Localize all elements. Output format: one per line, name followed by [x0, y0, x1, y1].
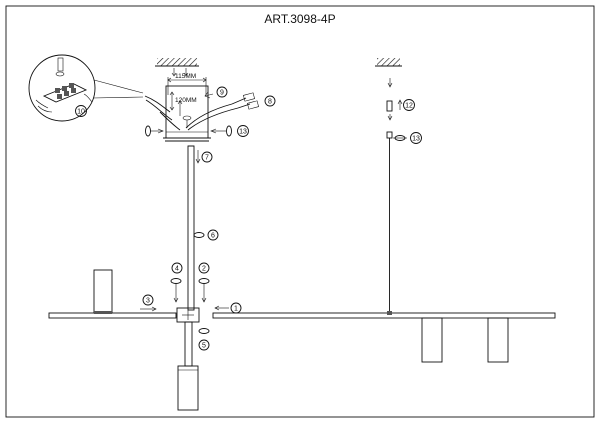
- svg-text:3: 3: [146, 298, 150, 305]
- suspension-anchor: [386, 78, 403, 121]
- left-arm: [48, 269, 177, 319]
- canopy-width-label: 115MM: [175, 73, 196, 80]
- drawing-frame: [5, 5, 595, 418]
- callout-13-left: 13: [237, 125, 249, 137]
- callout-1: 1: [230, 302, 242, 314]
- callout-13-right: 13: [410, 132, 422, 144]
- cable-grip-13: [393, 135, 407, 141]
- terminal-block: [42, 83, 88, 103]
- callout-4: 4: [171, 262, 183, 274]
- svg-text:4: 4: [175, 266, 179, 273]
- svg-text:12: 12: [405, 103, 413, 110]
- rod-nut-6: [193, 232, 205, 238]
- pendant-shade-bottom: [177, 321, 199, 411]
- diagram-title: ART.3098-4P: [264, 12, 335, 26]
- callout-5: 5: [198, 339, 210, 351]
- svg-text:7: 7: [205, 155, 209, 162]
- callout-3: 3: [142, 294, 154, 306]
- right-arm: [212, 312, 556, 319]
- svg-text:10: 10: [77, 109, 85, 116]
- mounting-bracket: [163, 85, 211, 142]
- terminal-block-detail: [28, 54, 144, 122]
- svg-text:9: 9: [220, 90, 224, 97]
- side-screw-right: [210, 125, 232, 137]
- wire-connector: [231, 92, 259, 110]
- ceiling-hatch-right: [377, 58, 400, 66]
- svg-text:13: 13: [239, 129, 247, 136]
- callout-7: 7: [201, 151, 213, 163]
- right-shade-2: [487, 317, 509, 363]
- suspension-cable: [386, 131, 393, 315]
- svg-text:5: 5: [202, 343, 206, 350]
- bracket-screw: [204, 91, 214, 99]
- right-shade-1: [421, 317, 443, 363]
- arm-arrow-1: [214, 305, 229, 311]
- ceiling-hatch-left: [157, 58, 197, 66]
- rod-arrow-7: [195, 150, 201, 164]
- canopy-wires: [144, 95, 239, 131]
- stem-rod: [187, 145, 195, 311]
- side-screw-left: [145, 125, 164, 137]
- callout-2: 2: [198, 262, 210, 274]
- svg-text:1: 1: [234, 306, 238, 313]
- callout-9: 9: [216, 86, 228, 98]
- svg-text:2: 2: [202, 266, 206, 273]
- mount-height-dimension: 120MM: [169, 91, 197, 111]
- mount-height-label: 120MM: [175, 97, 197, 104]
- washer-5: [198, 328, 210, 334]
- arm-arrow-3: [140, 306, 157, 312]
- callout-8: 8: [264, 95, 276, 107]
- washer-4: [170, 278, 182, 303]
- callout-10: 10: [75, 105, 87, 117]
- callout-12: 12: [403, 99, 415, 111]
- ceiling-screws-left: [171, 68, 189, 77]
- washer-2: [198, 278, 210, 303]
- svg-text:13: 13: [412, 136, 420, 143]
- canopy-width-dimension: 115MM: [167, 73, 207, 95]
- connector-hub: [176, 307, 200, 323]
- callout-6: 6: [207, 229, 219, 241]
- svg-text:8: 8: [268, 99, 272, 106]
- svg-text:6: 6: [211, 233, 215, 240]
